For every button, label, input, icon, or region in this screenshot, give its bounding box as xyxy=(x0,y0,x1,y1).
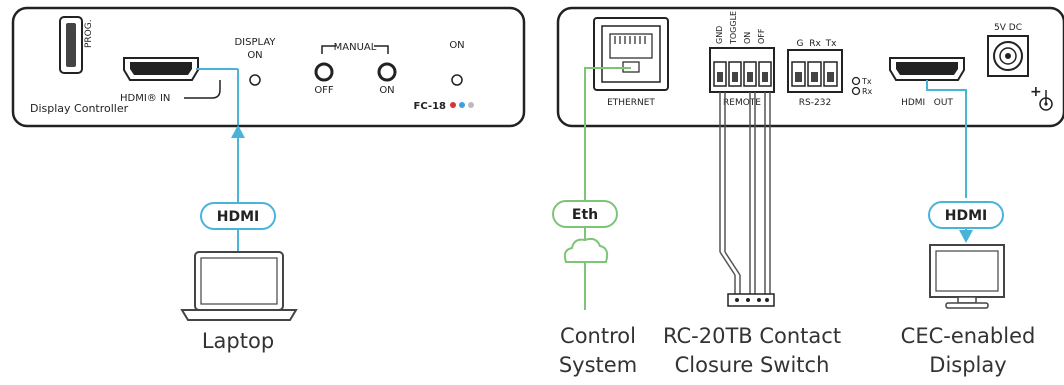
manual-bracket-left xyxy=(321,45,336,54)
rs232-pin-tx: Tx xyxy=(825,39,837,49)
rs232-terminals xyxy=(791,61,838,87)
manual-bracket-right xyxy=(374,45,389,54)
hdmi-in-bracket xyxy=(184,80,221,99)
rs232-label: RS-232 xyxy=(799,98,831,108)
power-on-label: ON xyxy=(449,40,464,51)
remote-wires xyxy=(719,92,775,307)
hdmi-out-pill xyxy=(928,201,1004,229)
manual-off-label: OFF xyxy=(314,85,334,96)
hdmi-in-arrow xyxy=(231,125,245,138)
prog-label: PROG. xyxy=(84,19,94,48)
hdmi-in-port-inner xyxy=(130,62,192,75)
hdmi-out-arrow xyxy=(959,230,973,243)
hdmi-out-label: HDMI OUT xyxy=(901,98,953,108)
svg-text:+: + xyxy=(1030,84,1042,100)
usb-port-slot xyxy=(66,23,76,67)
hdmi-out-port-inner xyxy=(896,62,958,75)
tx-label: Tx xyxy=(861,77,872,86)
contact-switch-connector xyxy=(727,293,775,307)
manual-off-button[interactable] xyxy=(314,62,334,82)
network-cloud-icon xyxy=(563,237,609,263)
eth-pill xyxy=(552,200,618,228)
remote-pin-on: ON xyxy=(743,32,752,44)
polarity-icon: + xyxy=(1030,84,1053,111)
ethernet-jack xyxy=(609,33,653,59)
hdmi-out-line-top xyxy=(926,80,967,198)
device-name: Display Controller xyxy=(30,102,129,115)
display-icon xyxy=(929,244,1005,309)
manual-on-button[interactable] xyxy=(377,62,397,82)
ethernet-pins xyxy=(614,36,646,44)
hdmi-in-label: HDMI® IN xyxy=(120,93,170,104)
tx-led xyxy=(851,76,861,86)
ethernet-cable: Eth xyxy=(552,67,631,310)
power-label: 5V DC xyxy=(994,23,1022,33)
hdmi-out-cable: HDMI xyxy=(926,80,1004,243)
remote-pin-off: OFF xyxy=(757,28,766,44)
remote-label: REMOTE xyxy=(723,98,761,108)
laptop-icon xyxy=(180,251,298,321)
remote-pin-gnd: GND xyxy=(715,26,724,44)
control-system-label-2: System xyxy=(559,353,637,377)
display-on-label: ON xyxy=(247,50,262,61)
rear-panel: ETHERNET GND TOGGLE ON OFF REMOTE G Rx T… xyxy=(556,6,1064,128)
model-dot-red xyxy=(450,102,456,108)
model-dot-blue xyxy=(459,102,465,108)
display-label-2: Display xyxy=(929,353,1006,377)
rx-led xyxy=(851,86,861,96)
front-panel-body xyxy=(11,6,526,128)
rs232-pin-g: G xyxy=(797,39,804,49)
display-label-1: CEC-enabled xyxy=(901,324,1036,348)
hdmi-in-cable: HDMI xyxy=(196,68,276,252)
remote-pin-toggle: TOGGLE xyxy=(729,11,738,45)
switch-label-2: Closure Switch xyxy=(675,353,830,377)
hdmi-out-pill-label: HDMI xyxy=(945,208,987,224)
manual-on-label: ON xyxy=(379,85,394,96)
front-panel: PROG. HDMI® IN Display Controller DISPLA… xyxy=(11,6,526,128)
rs232-pin-rx: Rx xyxy=(809,39,821,49)
laptop-label: Laptop xyxy=(202,329,274,353)
dc-jack-pin xyxy=(1005,53,1011,59)
power-led xyxy=(451,74,463,86)
manual-label: MANUAL xyxy=(334,42,377,53)
control-system-label-1: Control xyxy=(560,324,636,348)
model-dot-gray xyxy=(468,102,474,108)
hdmi-in-pill xyxy=(200,202,276,230)
ethernet-label: ETHERNET xyxy=(607,98,655,108)
remote-terminals xyxy=(713,61,772,87)
switch-label-1: RC-20TB Contact xyxy=(663,324,841,348)
rx-label: Rx xyxy=(862,87,873,96)
eth-pill-label: Eth xyxy=(572,207,598,223)
display-label: DISPLAY xyxy=(234,37,276,48)
eth-line-top xyxy=(584,67,631,200)
display-on-led xyxy=(249,74,261,86)
hdmi-in-pill-label: HDMI xyxy=(217,209,259,225)
model-label: FC-18 xyxy=(414,101,447,112)
